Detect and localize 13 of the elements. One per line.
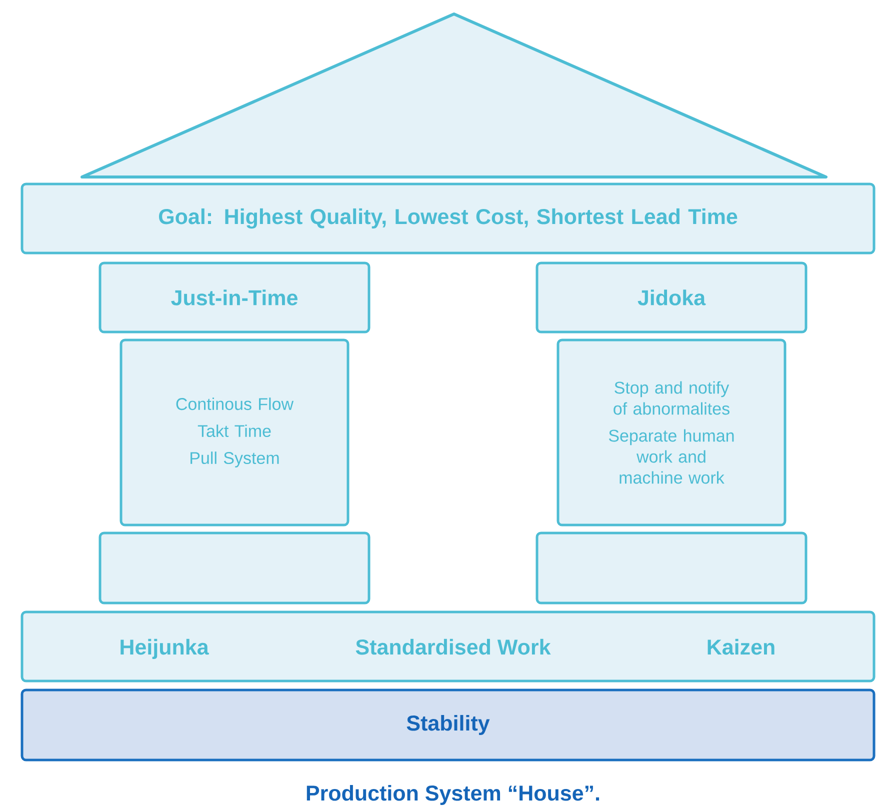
pillar-header: Jidoka [536,262,808,334]
pillar-base [98,532,370,604]
band-label: Standardised Work [356,638,551,655]
band-label: Heijunka [120,638,209,659]
caption: Production System “House”. [306,784,600,806]
pillar-base [536,532,808,604]
stability-band: Stability [20,688,876,762]
pillar-body: Stop and notify of abnormalites Separate human work and machine work [556,338,786,526]
roof [80,12,828,178]
pillar-header: Just-in-Time [98,262,370,334]
goal-banner: Goal: Highest Quality, Lowest Cost, Shortest Lead Time [20,182,876,254]
band-label: Kaizen [708,638,774,655]
pillar-body: Continous Flow Takt Time Pull System [120,338,350,526]
